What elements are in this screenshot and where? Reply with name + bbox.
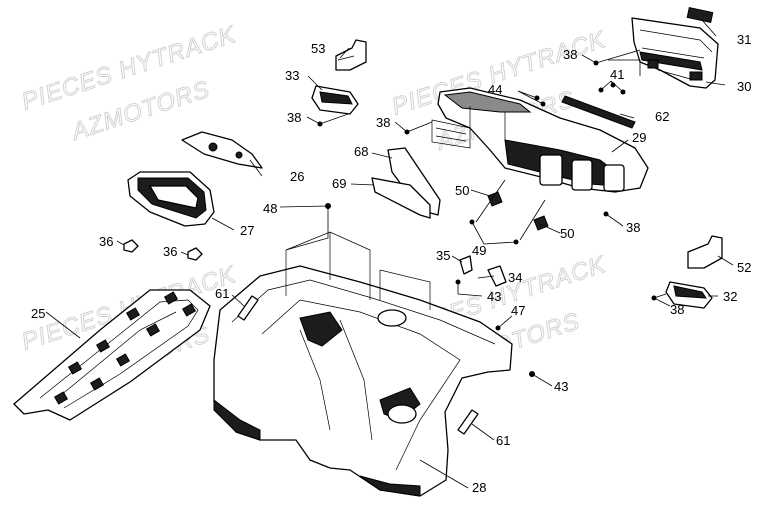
part-52-bracket bbox=[687, 235, 723, 269]
leader-lines bbox=[45, 19, 734, 489]
callout-52: 52 bbox=[737, 260, 751, 275]
part-32-light bbox=[665, 281, 713, 309]
callout-68: 68 bbox=[354, 144, 368, 159]
callout-36: 36 bbox=[99, 234, 113, 249]
callout-61: 61 bbox=[496, 433, 510, 448]
part-26-cover bbox=[181, 131, 263, 169]
part-36-clips bbox=[123, 239, 203, 261]
part-62-reflector-strip bbox=[561, 95, 636, 129]
callout-30: 30 bbox=[737, 79, 751, 94]
callout-36: 36 bbox=[163, 244, 177, 259]
part-30-31-rear-bracket bbox=[631, 7, 719, 89]
callout-32: 32 bbox=[723, 289, 737, 304]
callout-43: 43 bbox=[487, 289, 501, 304]
callout-38: 38 bbox=[563, 47, 577, 62]
callout-38: 38 bbox=[287, 110, 301, 125]
callout-47: 47 bbox=[511, 303, 525, 318]
callout-62: 62 bbox=[655, 109, 669, 124]
callout-49: 49 bbox=[472, 243, 486, 258]
part-27-front-panel bbox=[127, 171, 215, 227]
part-25-skid-plate bbox=[13, 289, 211, 421]
callout-33: 33 bbox=[285, 68, 299, 83]
callout-labels: 53 33 38 31 38 30 41 44 38 62 29 68 69 5… bbox=[31, 32, 751, 495]
callout-28: 28 bbox=[472, 480, 486, 495]
callout-53: 53 bbox=[311, 41, 325, 56]
part-53-bracket bbox=[335, 39, 367, 71]
callout-69: 69 bbox=[332, 176, 346, 191]
part-68-69-brackets bbox=[371, 147, 441, 219]
callout-35: 35 bbox=[436, 248, 450, 263]
part-61-reflectors bbox=[237, 295, 479, 435]
callout-26: 26 bbox=[290, 169, 304, 184]
part-29-rear-bumper bbox=[431, 87, 649, 193]
part-34-35-clips bbox=[459, 255, 507, 287]
callout-38: 38 bbox=[670, 302, 684, 317]
callout-44: 44 bbox=[488, 82, 502, 97]
callout-27: 27 bbox=[240, 223, 254, 238]
callout-43: 43 bbox=[554, 379, 568, 394]
callout-38: 38 bbox=[376, 115, 390, 130]
callout-50: 50 bbox=[455, 183, 469, 198]
callout-31: 31 bbox=[737, 32, 751, 47]
callout-25: 25 bbox=[31, 306, 45, 321]
part-28-rear-fender bbox=[213, 231, 513, 497]
part-33-light bbox=[311, 85, 359, 115]
callout-41: 41 bbox=[610, 67, 624, 82]
callout-48: 48 bbox=[263, 201, 277, 216]
callout-34: 34 bbox=[508, 270, 522, 285]
callout-38: 38 bbox=[626, 220, 640, 235]
callout-29: 29 bbox=[632, 130, 646, 145]
callout-61: 61 bbox=[215, 286, 229, 301]
callout-50: 50 bbox=[560, 226, 574, 241]
